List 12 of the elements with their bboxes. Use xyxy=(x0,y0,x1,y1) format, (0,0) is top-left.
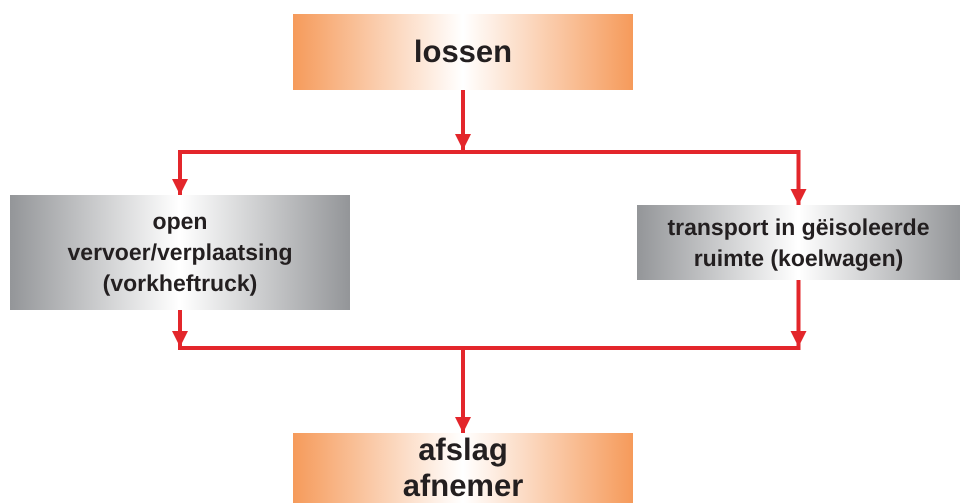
arrow xyxy=(172,152,188,195)
process-box: transport in gëisoleerde ruimte (koelwagen) xyxy=(637,205,960,280)
arrow xyxy=(455,348,471,433)
connector-line xyxy=(178,150,800,154)
arrow xyxy=(172,310,188,347)
arrow xyxy=(790,280,806,347)
arrow xyxy=(790,152,806,205)
terminal-box: lossen xyxy=(293,14,633,90)
connector-line xyxy=(178,346,800,350)
arrow xyxy=(455,90,471,150)
process-box: open vervoer/verplaatsing (vorkheftruck) xyxy=(10,195,350,310)
terminal-box: afslag afnemer xyxy=(293,433,633,503)
